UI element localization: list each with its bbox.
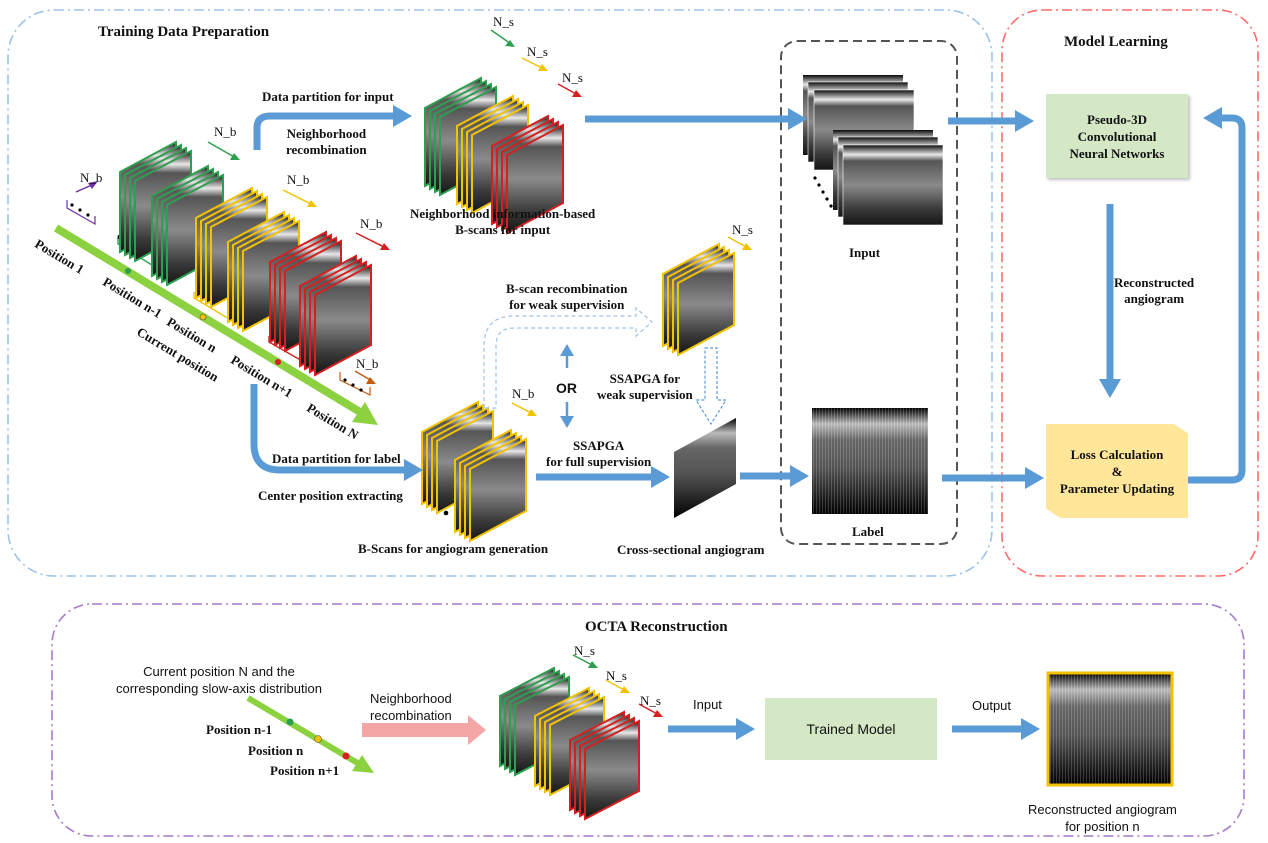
section-title-octa: OCTA Reconstruction: [585, 619, 728, 635]
label-data-partition-label: Data partition for label: [272, 451, 401, 466]
label-pos-n: Position n: [248, 743, 304, 758]
label-pos-np1: Position n+1: [270, 763, 340, 778]
pink-arrow: [362, 723, 472, 737]
bscan-slice: [506, 123, 564, 235]
label-label: Label: [852, 524, 884, 539]
pseudo-3d-cnn-box: Pseudo-3D Convolutional Neural Networks: [1046, 94, 1188, 178]
bscan-slice: [469, 437, 527, 543]
label-oct-input: Input: [693, 697, 722, 712]
arrow-to-label-partition: [250, 384, 408, 474]
model-frame: [1001, 9, 1259, 577]
label-bscan-recomb-weak: B-scan recombination for weak supervisio…: [506, 281, 628, 312]
label-neighborhood-recombination: Neighborhood recombination: [286, 126, 367, 157]
arrow-to-input-partition: [253, 112, 395, 150]
ns-label-3: N_s: [562, 70, 583, 85]
training-frame: [7, 9, 993, 577]
label-oct-neighborhood: Neighborhood recombination: [370, 691, 452, 723]
label-ssapga-weak: SSAPGA for weak supervision: [597, 371, 693, 402]
nb-label-red: N_b: [360, 216, 383, 231]
bscan-slice: [584, 719, 640, 821]
label-ssapga-full: SSAPGA for full supervision: [546, 438, 652, 469]
loss-calculation-box: Loss Calculation & Parameter Updating: [1046, 424, 1188, 518]
label-oct-output: Output: [972, 698, 1012, 713]
trained-model-box: Trained Model: [765, 698, 937, 760]
label-pos-nm1: Position n-1: [206, 722, 273, 737]
nb-label-orange: N_b: [356, 356, 379, 371]
label-current-position-dist: Current position N and the corresponding…: [116, 664, 322, 696]
input-scans: [803, 75, 944, 226]
input-label-frame: [780, 40, 958, 545]
nb-label-yellow: N_b: [287, 172, 310, 187]
label-neighborhood-info: Neighborhood information-based B-scans f…: [410, 206, 596, 237]
ns-label-7: N_s: [640, 693, 661, 708]
label-bscans-angio: B-Scans for angiogram generation: [358, 541, 549, 556]
label-center-extract: Center position extracting: [258, 488, 403, 503]
nb-label-purple: N_b: [80, 170, 103, 185]
label-input: Input: [849, 245, 881, 260]
slow-axis-head: [352, 402, 378, 425]
ns-label-1: N_s: [493, 14, 514, 29]
ns-label-4: N_s: [732, 222, 753, 237]
nb-label-green: N_b: [214, 124, 237, 139]
label-reconstructed-angiogram: Reconstructed angiogram: [1114, 275, 1195, 306]
label-or: OR: [556, 380, 577, 396]
label-data-partition-input: Data partition for input: [262, 89, 394, 104]
dashed-arrow-to-angiogram: [694, 347, 728, 426]
octa-frame: [51, 603, 1245, 837]
cross-sectional-angiogram-image: [674, 418, 736, 518]
ns-label-6: N_s: [606, 668, 627, 683]
bscan-slice: [677, 251, 735, 357]
label-recon-for-position: Reconstructed angiogram for position n: [1028, 802, 1177, 834]
slow-axis: [53, 224, 373, 422]
label-cross-sectional: Cross-sectional angiogram: [617, 542, 765, 557]
section-title-model: Model Learning: [1064, 34, 1168, 50]
bscan-slice: [314, 263, 372, 377]
nb-label-center: N_b: [512, 386, 535, 401]
ns-label-5: N_s: [574, 643, 595, 658]
ns-label-2: N_s: [527, 44, 548, 59]
arrow-loss-to-model: [1187, 114, 1246, 484]
section-title-training: Training Data Preparation: [98, 24, 270, 40]
dashed-arrow-to-recombination: [483, 306, 653, 409]
